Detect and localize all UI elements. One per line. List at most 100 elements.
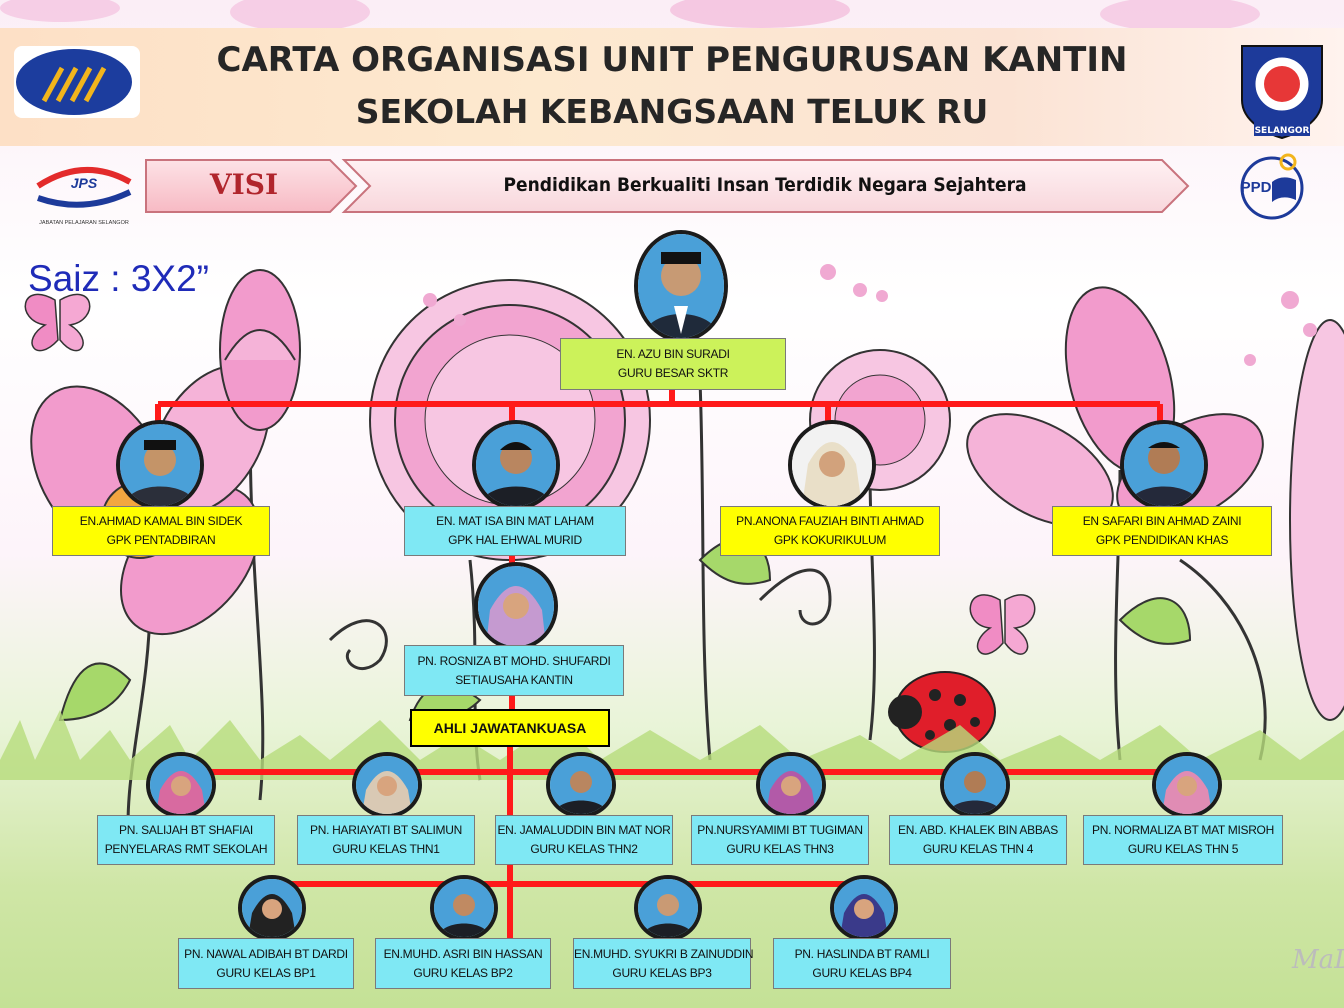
member-role: GURU KELAS BP4 <box>812 965 912 980</box>
secretary-role: SETIAUSAHA KANTIN <box>455 672 573 687</box>
member-role: GURU KELAS THN 4 <box>922 842 1034 856</box>
member-name: EN.MUHD. ASRI BIN HASSAN <box>383 946 543 961</box>
grass-decoration <box>0 710 1344 780</box>
ladybug-icon <box>888 671 996 753</box>
secretary-photo <box>474 562 558 650</box>
committee-box: PN. NAWAL ADIBAH BT DARDI GURU KELAS BP1 <box>178 938 354 989</box>
committee-box: EN. ABD. KHALEK BIN ABBAS GURU KELAS THN… <box>889 815 1067 865</box>
person-avatar-icon <box>550 756 612 814</box>
member-role: GURU KELAS BP3 <box>612 965 712 980</box>
person-avatar-icon <box>760 756 822 814</box>
committee-box: EN.MUHD. ASRI BIN HASSAN GURU KELAS BP2 <box>375 938 551 989</box>
person-avatar-icon <box>1124 424 1204 506</box>
committee-box: PN.NURSYAMIMI BT TUGIMAN GURU KELAS THN3 <box>691 815 869 865</box>
deputy-photo-3 <box>788 420 876 510</box>
committee-box: EN. JAMALUDDIN BIN MAT NOR GURU KELAS TH… <box>495 815 673 865</box>
ppd-logo-icon: PPD <box>1240 153 1304 220</box>
person-avatar-icon <box>242 879 302 937</box>
headmaster-photo <box>634 230 728 342</box>
school-crest-icon: SELANGOR <box>1241 45 1323 140</box>
vision-statement: Pendidikan Berkualiti Insan Terdidik Neg… <box>503 174 1027 196</box>
person-avatar-icon <box>1156 756 1218 814</box>
committee-label: AHLI JAWATANKUASA <box>410 709 610 747</box>
svg-text:JPS: JPS <box>71 175 98 191</box>
member-role: GURU KELAS THN 5 <box>1127 842 1239 856</box>
pink-dots-decoration <box>423 264 1317 366</box>
svg-text:PPD: PPD <box>1241 179 1272 196</box>
jps-logo: JPS JABATAN PELAJARAN SELANGOR <box>34 156 134 228</box>
deputy-name: EN. MAT ISA BIN MAT LAHAM <box>436 514 594 528</box>
committee-photo <box>146 752 216 818</box>
person-avatar-icon <box>150 756 212 814</box>
committee-box: EN.MUHD. SYUKRI B ZAINUDDIN GURU KELAS B… <box>573 938 754 989</box>
butterfly-right-icon <box>969 594 1036 655</box>
watermark-text: MaD <box>1291 945 1344 975</box>
committee-photo <box>634 875 702 941</box>
person-avatar-icon <box>792 424 872 506</box>
deputy-box-2: EN. MAT ISA BIN MAT LAHAM GPK HAL EHWAL … <box>404 506 626 556</box>
committee-photo <box>546 752 616 818</box>
deputy-role: GPK PENTADBIRAN <box>106 533 216 547</box>
member-name: PN. NORMALIZA BT MAT MISROH <box>1092 823 1274 837</box>
headmaster-box: EN. AZU BIN SURADI GURU BESAR SKTR <box>560 338 786 390</box>
ppd-logo: PPD <box>1226 152 1318 224</box>
member-name: PN. SALIJAH BT SHAFIAI <box>119 823 253 837</box>
committee-photo <box>1152 752 1222 818</box>
vision-banner <box>145 159 1190 213</box>
svg-text:JABATAN PELAJARAN SELANGOR: JABATAN PELAJARAN SELANGOR <box>39 220 129 226</box>
member-role: GURU KELAS THN3 <box>726 842 834 856</box>
deputy-box-4: EN SAFARI BIN AHMAD ZAINI GPK PENDIDIKAN… <box>1052 506 1272 556</box>
deputy-name: PN.ANONA FAUZIAH BINTI AHMAD <box>736 514 924 528</box>
photo-size-note: Saiz : 3X2” <box>28 258 209 299</box>
deputy-name: EN.AHMAD KAMAL BIN SIDEK <box>79 514 243 528</box>
person-avatar-icon <box>638 234 724 338</box>
deputy-name: EN SAFARI BIN AHMAD ZAINI <box>1082 514 1242 528</box>
committee-photo <box>940 752 1010 818</box>
vision-label: VISI <box>209 168 279 201</box>
deputy-photo-1 <box>116 420 204 510</box>
pink-flower-tall-left <box>219 269 301 431</box>
committee-photo <box>430 875 498 941</box>
butterfly-icon <box>24 293 91 352</box>
jps-logo-icon: JPS JABATAN PELAJARAN SELANGOR <box>36 166 132 226</box>
committee-photo <box>352 752 422 818</box>
member-role: GURU KELAS BP1 <box>216 965 316 980</box>
committee-photo <box>830 875 898 941</box>
secretary-box: PN. ROSNIZA BT MOHD. SHUFARDI SETIAUSAHA… <box>404 645 624 696</box>
secretary-name: PN. ROSNIZA BT MOHD. SHUFARDI <box>417 653 611 668</box>
member-name: EN.MUHD. SYUKRI B ZAINUDDIN <box>574 946 754 961</box>
member-role: GURU KELAS THN2 <box>530 842 638 856</box>
member-name: EN. ABD. KHALEK BIN ABBAS <box>898 823 1058 837</box>
member-role: GURU KELAS THN1 <box>332 842 440 856</box>
headmaster-name: EN. AZU BIN SURADI <box>616 347 730 361</box>
committee-box: PN. HASLINDA BT RAMLI GURU KELAS BP4 <box>773 938 951 989</box>
member-name: PN. HARIAYATI BT SALIMUN <box>310 823 462 837</box>
deputy-role: GPK PENDIDIKAN KHAS <box>1095 533 1229 547</box>
deputy-box-3: PN.ANONA FAUZIAH BINTI AHMAD GPK KOKURIK… <box>720 506 940 556</box>
deputy-box-1: EN.AHMAD KAMAL BIN SIDEK GPK PENTADBIRAN <box>52 506 270 556</box>
person-avatar-icon <box>476 424 556 506</box>
person-avatar-icon <box>120 424 200 506</box>
member-name: PN. NAWAL ADIBAH BT DARDI <box>184 946 348 961</box>
member-role: GURU KELAS BP2 <box>413 965 513 980</box>
committee-box: PN. SALIJAH BT SHAFIAI PENYELARAS RMT SE… <box>97 815 275 865</box>
person-avatar-icon <box>638 879 698 937</box>
deputy-role: GPK HAL EHWAL MURID <box>448 533 582 547</box>
deputy-photo-2 <box>472 420 560 510</box>
committee-box: PN. HARIAYATI BT SALIMUN GURU KELAS THN1 <box>297 815 475 865</box>
headmaster-role: GURU BESAR SKTR <box>617 366 729 380</box>
ministry-logo-icon <box>16 49 132 115</box>
person-avatar-icon <box>944 756 1006 814</box>
page-title-line1: CARTA ORGANISASI UNIT PENGURUSAN KANTIN <box>216 40 1128 80</box>
committee-photo <box>238 875 306 941</box>
member-name: EN. JAMALUDDIN BIN MAT NOR <box>497 823 671 837</box>
deputy-role: GPK KOKURIKULUM <box>773 533 887 547</box>
deputy-photo-4 <box>1120 420 1208 510</box>
title-banner <box>0 28 1344 146</box>
member-role: PENYELARAS RMT SEKOLAH <box>104 842 268 856</box>
svg-text:SELANGOR: SELANGOR <box>1255 126 1310 136</box>
school-crest: SELANGOR <box>1236 40 1328 140</box>
committee-photo <box>756 752 826 818</box>
person-avatar-icon <box>834 879 894 937</box>
person-avatar-icon <box>478 566 554 646</box>
